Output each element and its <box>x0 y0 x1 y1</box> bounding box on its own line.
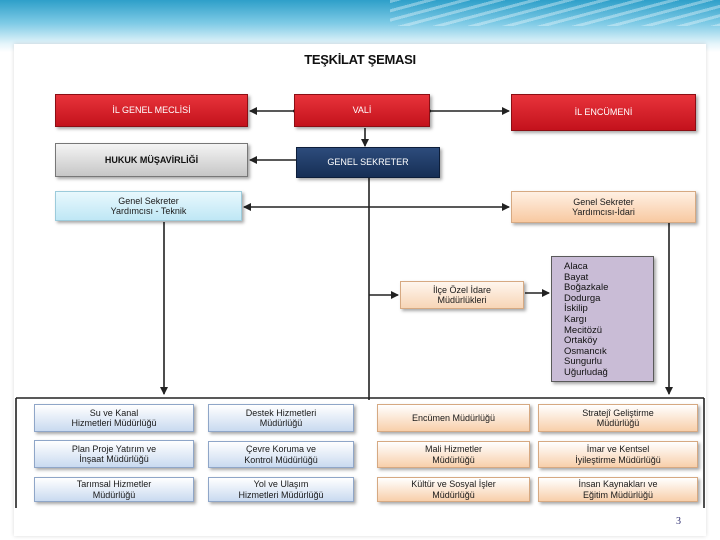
district-item: Mecitözü <box>564 324 603 336</box>
district-item: Alaca <box>564 261 588 272</box>
district-item: Kargı <box>564 313 587 325</box>
yol-ve-ulasim-box: Yol ve Ulaşım Hizmetleri Müdürlüğü <box>208 477 354 502</box>
il-encumeni-box: İL ENCÜMENİ <box>511 94 696 131</box>
strateji-gelistirme-box: Stratejî Geliştirme Müdürlüğü <box>538 404 698 432</box>
su-ve-kanal-box: Su ve Kanal Hizmetleri Müdürlüğü <box>34 404 194 432</box>
encumen-mudurlugu-box: Encümen Müdürlüğü <box>377 404 530 432</box>
genel-sekreter-box: GENEL SEKRETER <box>296 147 440 178</box>
genel-sekreter-yardimcisi-idari-box: Genel Sekreter Yardımcısı-İdari <box>511 191 696 223</box>
top-decorative-band <box>0 0 720 52</box>
mali-hizmetler-box: Mali Hizmetler Müdürlüğü <box>377 441 530 468</box>
imar-kentsel-box: İmar ve Kentsel İyileştirme Müdürlüğü <box>538 441 698 468</box>
insan-kaynaklari-box: İnsan Kaynakları ve Eğitim Müdürlüğü <box>538 477 698 502</box>
page-number: 3 <box>676 516 681 527</box>
district-item: Dodurga <box>564 292 601 304</box>
ilce-ozel-idare-box: İlçe Özel İdare Müdürlükleri <box>400 281 524 309</box>
tarimsal-hizmetler-box: Tarımsal Hizmetler Müdürlüğü <box>34 477 194 502</box>
district-item: Boğazkale <box>564 282 609 294</box>
il-genel-meclisi-box: İL GENEL MECLİSİ <box>55 94 248 127</box>
page-title: TEŞKİLAT ŞEMASI <box>304 52 416 67</box>
district-list: Alaca Bayat Boğazkale Dodurga İskilip Ka… <box>551 256 654 382</box>
cevre-koruma-box: Çevre Koruma ve Kontrol Müdürlüğü <box>208 441 354 468</box>
district-item: Ortaköy <box>564 335 598 347</box>
genel-sekreter-yardimcisi-teknik-box: Genel Sekreter Yardımcısı - Teknik <box>55 191 242 221</box>
plan-proje-box: Plan Proje Yatırım ve İnşaat Müdürlüğü <box>34 440 194 468</box>
district-item: Sungurlu <box>564 356 603 368</box>
destek-hizmetleri-box: Destek Hizmetleri Müdürlüğü <box>208 404 354 432</box>
district-item: İskilip <box>564 303 588 315</box>
district-item: Uğurludağ <box>564 366 608 378</box>
vali-box: VALİ <box>294 94 430 127</box>
district-item: Bayat <box>564 271 589 283</box>
district-item: Osmancık <box>564 345 607 357</box>
kultur-sosyal-isler-box: Kültür ve Sosyal İşler Müdürlüğü <box>377 477 530 502</box>
hukuk-musavirligi-box: HUKUK MÜŞAVİRLİĞİ <box>55 143 248 177</box>
